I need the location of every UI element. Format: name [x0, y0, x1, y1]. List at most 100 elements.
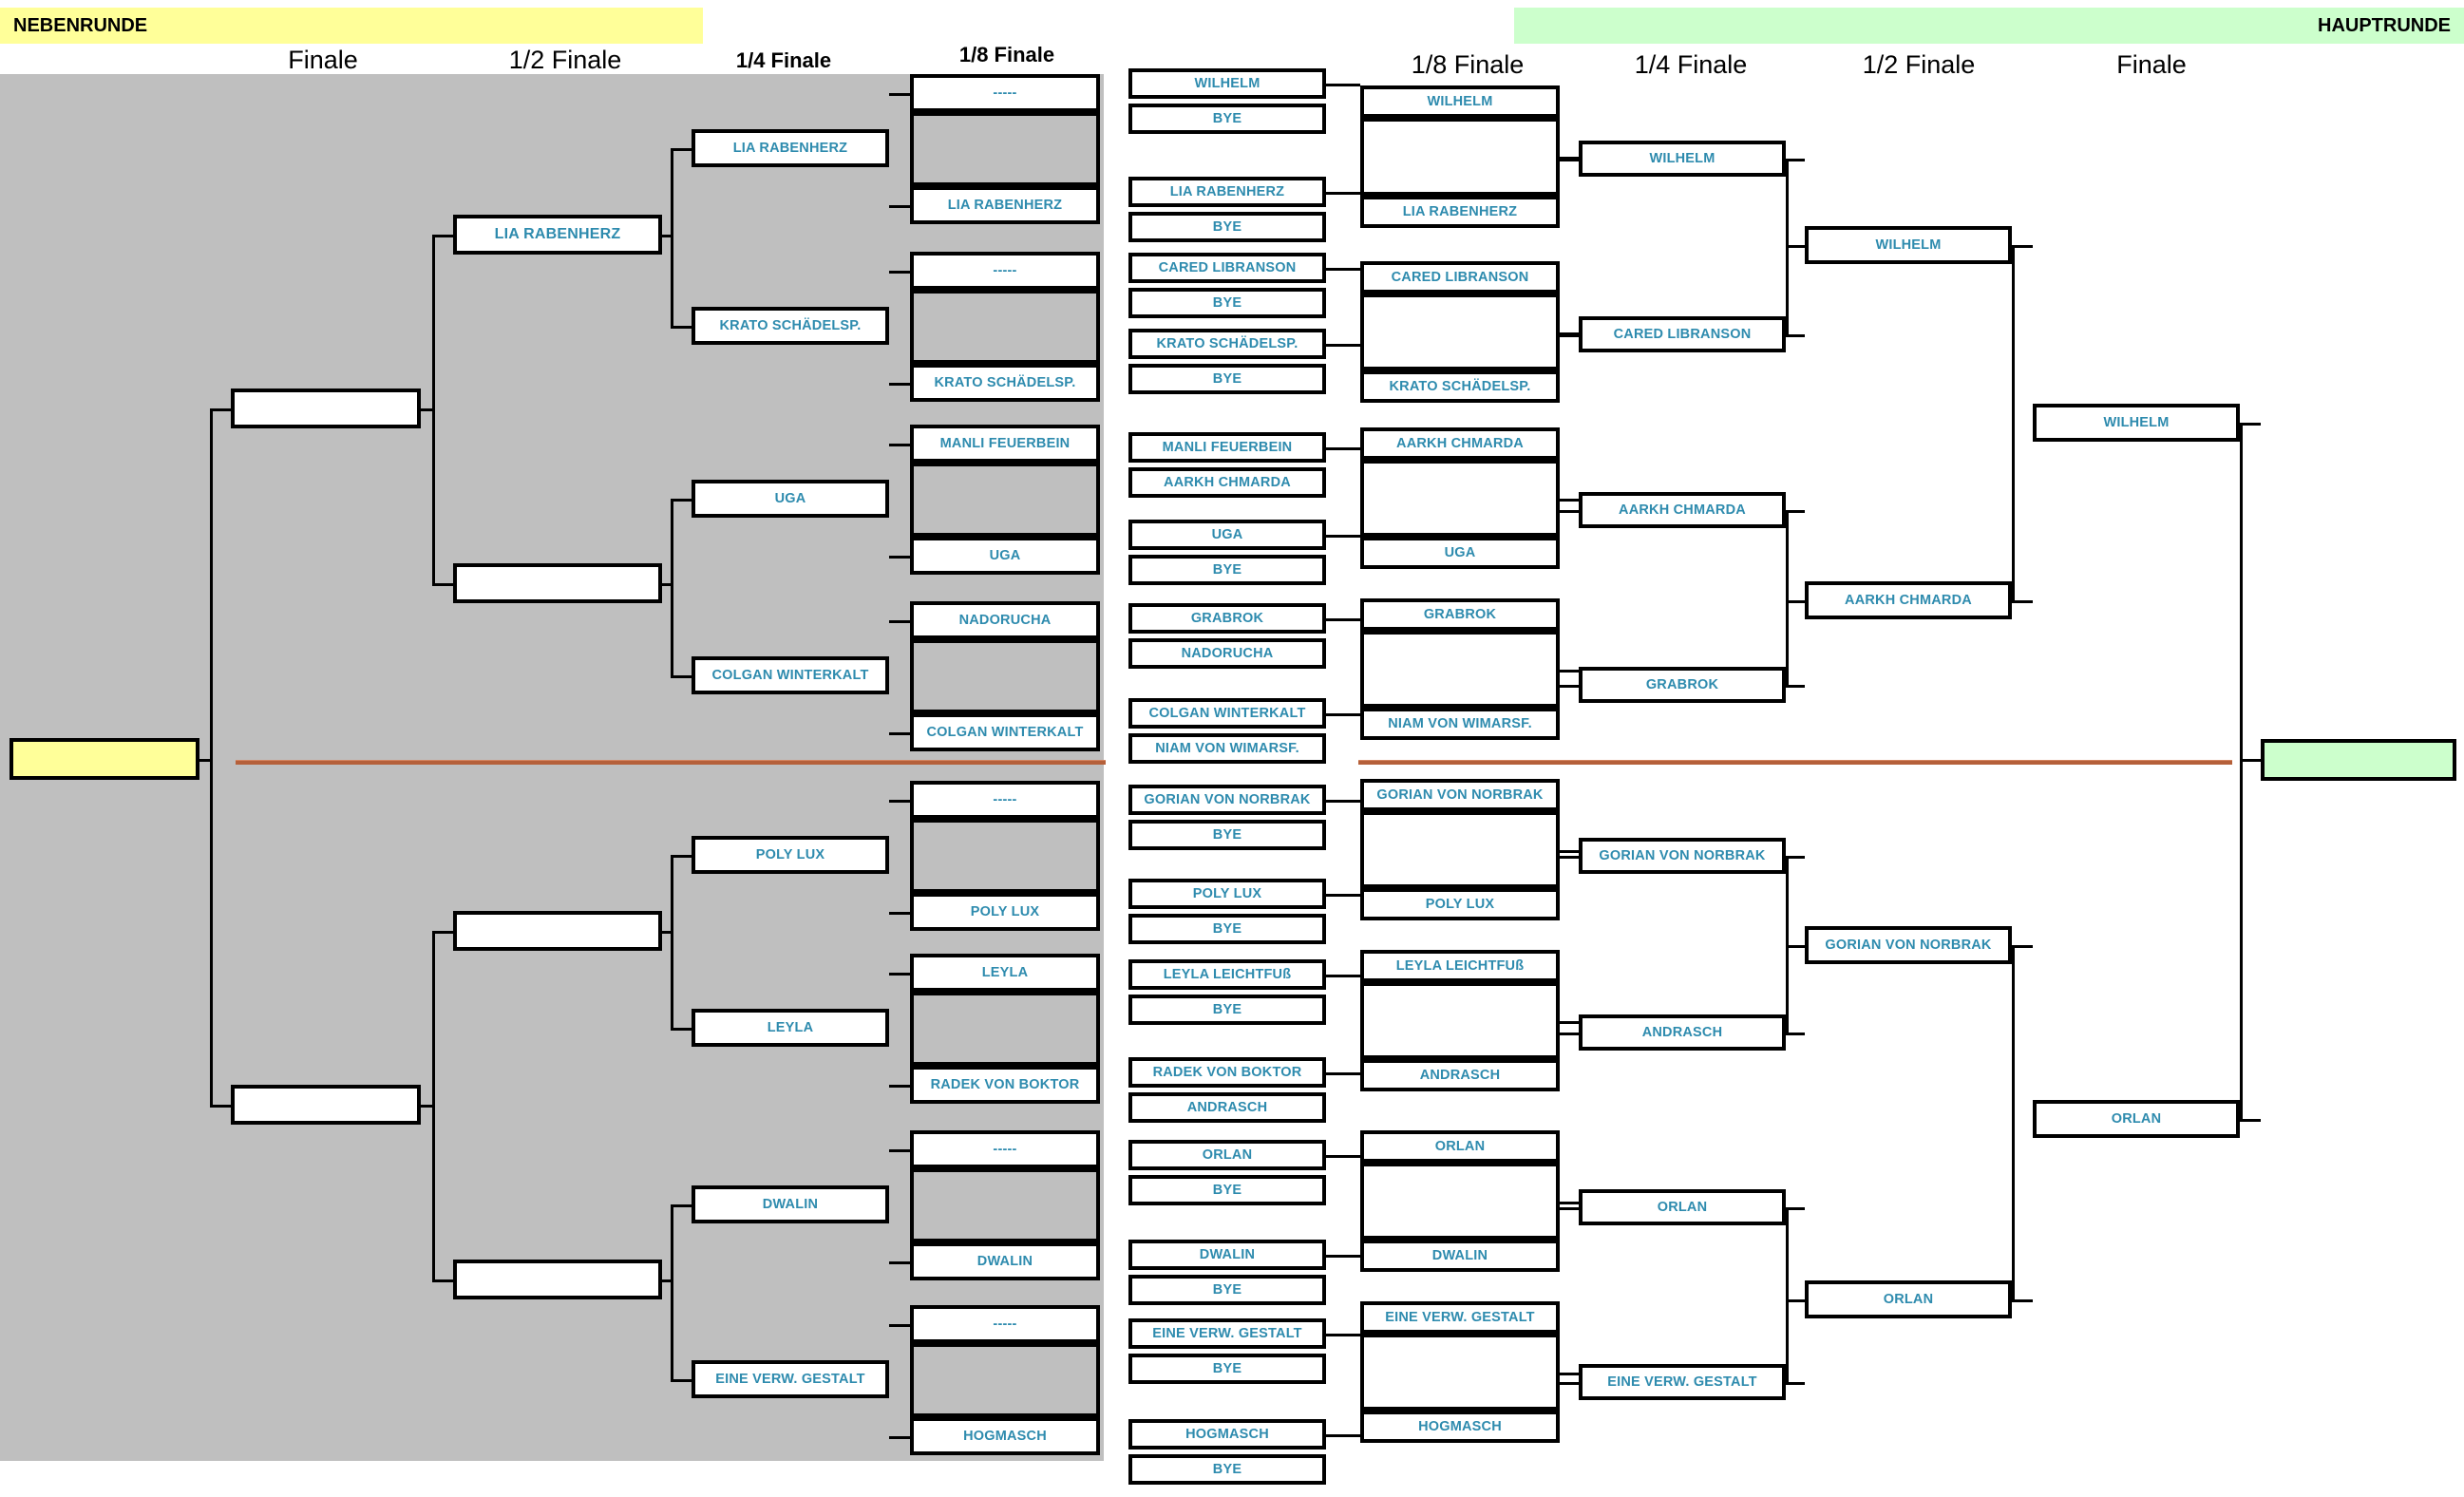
hauptrunde-first-round-top-15[interactable]: EINE VERW. GESTALT [1128, 1318, 1326, 1349]
hauptrunde-first-round-bottom-9[interactable]: BYE [1128, 820, 1326, 850]
hauptrunde-eighth-bottom-6[interactable]: ANDRASCH [1360, 1059, 1560, 1091]
nebenrunde-sixteenth-top-3[interactable]: MANLI FEUERBEIN [910, 425, 1100, 463]
nebenrunde-quarter-finale-box-3[interactable] [453, 911, 662, 951]
nebenrunde-sixteenth-bottom-1[interactable]: LIA RABENHERZ [910, 186, 1100, 224]
hauptrunde-eighth-bottom-2[interactable]: KRATO SCHÄDELSP. [1360, 370, 1560, 403]
hauptrunde-finale-bottom[interactable]: ORLAN [2033, 1100, 2240, 1138]
nebenrunde-finale-box[interactable] [9, 738, 199, 780]
hauptrunde-eighth-top-4[interactable]: GRABROK [1360, 598, 1560, 631]
hauptrunde-first-round-bottom-14[interactable]: BYE [1128, 1275, 1326, 1305]
nebenrunde-eighth-finale-box-8[interactable]: EINE VERW. GESTALT [692, 1360, 889, 1398]
hauptrunde-quarter-bottom-3[interactable]: ANDRASCH [1579, 1014, 1786, 1051]
hauptrunde-quarter-bottom-2[interactable]: GRABROK [1579, 667, 1786, 703]
hauptrunde-quarter-top-4[interactable]: ORLAN [1579, 1189, 1786, 1225]
loser-conn-h [432, 235, 453, 237]
nebenrunde-sixteenth-bottom-2[interactable]: KRATO SCHÄDELSP. [910, 364, 1100, 402]
hauptrunde-first-round-top-1[interactable]: WILHELM [1128, 68, 1326, 99]
hauptrunde-first-round-top-7[interactable]: GRABROK [1128, 603, 1326, 634]
hauptrunde-quarter-bottom-1[interactable]: CARED LIBRANSON [1579, 316, 1786, 352]
hauptrunde-first-round-bottom-6[interactable]: BYE [1128, 555, 1326, 585]
nebenrunde-eighth-finale-box-4[interactable]: COLGAN WINTERKALT [692, 656, 889, 694]
hauptrunde-first-round-bottom-13[interactable]: BYE [1128, 1175, 1326, 1205]
hauptrunde-first-round-top-11[interactable]: LEYLA LEICHTFUß [1128, 959, 1326, 990]
nebenrunde-sixteenth-bottom-5[interactable]: POLY LUX [910, 893, 1100, 931]
nebenrunde-sixteenth-bottom-8[interactable]: HOGMASCH [910, 1417, 1100, 1455]
hauptrunde-first-round-bottom-2[interactable]: BYE [1128, 212, 1326, 242]
hauptrunde-eighth-top-8[interactable]: EINE VERW. GESTALT [1360, 1301, 1560, 1334]
hauptrunde-first-round-bottom-8[interactable]: NIAM VON WIMARSF. [1128, 733, 1326, 764]
hauptrunde-eighth-bottom-5[interactable]: POLY LUX [1360, 888, 1560, 920]
nebenrunde-sixteenth-top-8[interactable]: ----- [910, 1305, 1100, 1343]
hauptrunde-first-round-top-6[interactable]: UGA [1128, 520, 1326, 550]
hauptrunde-first-round-top-10[interactable]: POLY LUX [1128, 879, 1326, 909]
hauptrunde-quarter-top-3[interactable]: GORIAN VON NORBRAK [1579, 838, 1786, 874]
hauptrunde-first-round-top-3[interactable]: CARED LIBRANSON [1128, 253, 1326, 283]
champion-box[interactable] [2261, 739, 2456, 781]
nebenrunde-sixteenth-bottom-6[interactable]: RADEK VON BOKTOR [910, 1066, 1100, 1104]
hauptrunde-first-round-top-2[interactable]: LIA RABENHERZ [1128, 177, 1326, 207]
hauptrunde-first-round-top-14[interactable]: DWALIN [1128, 1240, 1326, 1270]
nebenrunde-sixteenth-bottom-4[interactable]: COLGAN WINTERKALT [910, 713, 1100, 751]
hauptrunde-quarter-top-2[interactable]: AARKH CHMARDA [1579, 492, 1786, 528]
hauptrunde-quarter-bottom-4[interactable]: EINE VERW. GESTALT [1579, 1364, 1786, 1400]
hauptrunde-first-round-bottom-1[interactable]: BYE [1128, 104, 1326, 134]
main-conn-h [1326, 192, 1360, 195]
hauptrunde-first-round-bottom-16[interactable]: BYE [1128, 1454, 1326, 1485]
nebenrunde-quarter-finale-box-2[interactable] [453, 563, 662, 603]
main-conn-h [1326, 344, 1360, 347]
main-conn-h [1326, 1255, 1360, 1258]
hauptrunde-first-round-top-4[interactable]: KRATO SCHÄDELSP. [1128, 329, 1326, 359]
nebenrunde-quarter-finale-box-1[interactable]: LIA RABENHERZ [453, 215, 662, 255]
hauptrunde-half-top-2[interactable]: GORIAN VON NORBRAK [1805, 926, 2012, 964]
nebenrunde-half-finale-box-1[interactable] [231, 388, 421, 428]
loser-conn-v [671, 499, 673, 675]
hauptrunde-first-round-bottom-10[interactable]: BYE [1128, 914, 1326, 944]
nebenrunde-sixteenth-top-2[interactable]: ----- [910, 252, 1100, 290]
hauptrunde-first-round-top-5[interactable]: MANLI FEUERBEIN [1128, 432, 1326, 463]
nebenrunde-eighth-finale-box-6[interactable]: LEYLA [692, 1009, 889, 1047]
hauptrunde-eighth-bottom-8[interactable]: HOGMASCH [1360, 1411, 1560, 1443]
hauptrunde-first-round-top-8[interactable]: COLGAN WINTERKALT [1128, 698, 1326, 729]
nebenrunde-sixteenth-top-4[interactable]: NADORUCHA [910, 601, 1100, 639]
nebenrunde-eighth-finale-box-2[interactable]: KRATO SCHÄDELSP. [692, 307, 889, 345]
hauptrunde-first-round-bottom-3[interactable]: BYE [1128, 288, 1326, 318]
nebenrunde-eighth-finale-box-1[interactable]: LIA RABENHERZ [692, 129, 889, 167]
nebenrunde-sixteenth-top-5[interactable]: ----- [910, 781, 1100, 819]
hauptrunde-first-round-top-16[interactable]: HOGMASCH [1128, 1419, 1326, 1450]
hauptrunde-eighth-bottom-3[interactable]: UGA [1360, 537, 1560, 569]
hauptrunde-first-round-top-9[interactable]: GORIAN VON NORBRAK [1128, 785, 1326, 815]
nebenrunde-eighth-finale-box-5[interactable]: POLY LUX [692, 836, 889, 874]
hauptrunde-first-round-bottom-5[interactable]: AARKH CHMARDA [1128, 467, 1326, 498]
hauptrunde-eighth-bottom-7[interactable]: DWALIN [1360, 1240, 1560, 1272]
hauptrunde-half-bottom-2[interactable]: ORLAN [1805, 1280, 2012, 1318]
hauptrunde-eighth-bottom-4[interactable]: NIAM VON WIMARSF. [1360, 708, 1560, 740]
nebenrunde-half-finale-box-2[interactable] [231, 1085, 421, 1125]
nebenrunde-sixteenth-top-7[interactable]: ----- [910, 1130, 1100, 1168]
nebenrunde-sixteenth-bottom-3[interactable]: UGA [910, 537, 1100, 575]
nebenrunde-eighth-finale-box-7[interactable]: DWALIN [692, 1185, 889, 1223]
hauptrunde-eighth-top-1[interactable]: WILHELM [1360, 85, 1560, 118]
hauptrunde-quarter-top-1[interactable]: WILHELM [1579, 141, 1786, 177]
hauptrunde-first-round-bottom-11[interactable]: BYE [1128, 995, 1326, 1025]
nebenrunde-sixteenth-bottom-7[interactable]: DWALIN [910, 1242, 1100, 1280]
hauptrunde-eighth-bottom-1[interactable]: LIA RABENHERZ [1360, 196, 1560, 228]
hauptrunde-first-round-bottom-12[interactable]: ANDRASCH [1128, 1092, 1326, 1123]
hauptrunde-eighth-top-7[interactable]: ORLAN [1360, 1130, 1560, 1163]
hauptrunde-first-round-bottom-7[interactable]: NADORUCHA [1128, 638, 1326, 669]
hauptrunde-half-top-1[interactable]: WILHELM [1805, 226, 2012, 264]
hauptrunde-half-bottom-1[interactable]: AARKH CHMARDA [1805, 581, 2012, 619]
nebenrunde-sixteenth-top-6[interactable]: LEYLA [910, 954, 1100, 992]
hauptrunde-first-round-bottom-4[interactable]: BYE [1128, 364, 1326, 394]
main-conn-h [1326, 975, 1360, 977]
hauptrunde-eighth-top-5[interactable]: GORIAN VON NORBRAK [1360, 779, 1560, 811]
nebenrunde-eighth-finale-box-3[interactable]: UGA [692, 480, 889, 518]
hauptrunde-eighth-top-3[interactable]: AARKH CHMARDA [1360, 427, 1560, 460]
hauptrunde-eighth-top-6[interactable]: LEYLA LEICHTFUß [1360, 950, 1560, 982]
hauptrunde-first-round-bottom-15[interactable]: BYE [1128, 1354, 1326, 1384]
nebenrunde-quarter-finale-box-4[interactable] [453, 1260, 662, 1299]
hauptrunde-first-round-top-13[interactable]: ORLAN [1128, 1140, 1326, 1170]
hauptrunde-finale-top[interactable]: WILHELM [2033, 404, 2240, 442]
nebenrunde-sixteenth-top-1[interactable]: ----- [910, 74, 1100, 112]
hauptrunde-eighth-top-2[interactable]: CARED LIBRANSON [1360, 261, 1560, 294]
hauptrunde-first-round-top-12[interactable]: RADEK VON BOKTOR [1128, 1057, 1326, 1088]
